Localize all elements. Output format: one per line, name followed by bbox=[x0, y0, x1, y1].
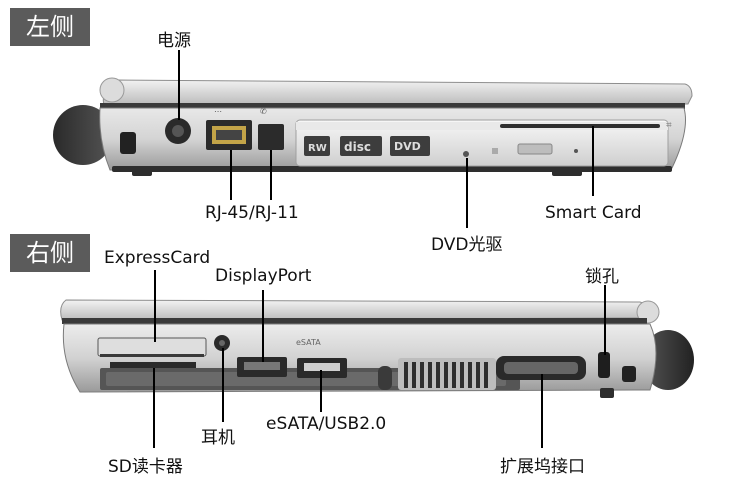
dvd-led bbox=[492, 148, 498, 154]
dock-leader bbox=[541, 374, 543, 448]
security-lock-slot bbox=[598, 352, 610, 378]
power-leader bbox=[178, 50, 180, 120]
headphone-label: 耳机 bbox=[201, 428, 235, 448]
left-bumper bbox=[53, 105, 113, 165]
dvd-label: DVD光驱 bbox=[431, 235, 503, 255]
displayport-label: DisplayPort bbox=[215, 266, 312, 286]
drive-disc-mark: disc bbox=[344, 140, 371, 154]
lock-leader bbox=[604, 285, 606, 355]
dvd-leader bbox=[466, 158, 468, 228]
sd-leader bbox=[153, 368, 155, 448]
svg-text:✆: ✆ bbox=[260, 107, 267, 116]
sd-card-slot bbox=[110, 362, 196, 368]
drive-rw-mark: RW bbox=[308, 143, 327, 154]
smart-card-label: Smart Card bbox=[545, 203, 642, 223]
right-side-tag: 右侧 bbox=[10, 234, 90, 272]
cooling-vent bbox=[398, 358, 496, 390]
svg-text:⋯: ⋯ bbox=[214, 107, 222, 116]
right-hinge bbox=[636, 300, 660, 324]
dvd-eject-hole bbox=[463, 151, 469, 157]
release-latch bbox=[378, 366, 392, 390]
expresscard-slot bbox=[97, 337, 207, 357]
headphone-leader bbox=[222, 348, 224, 422]
rj11-leader bbox=[270, 150, 272, 200]
dock-label: 扩展坞接口 bbox=[500, 457, 585, 477]
rj11-port bbox=[258, 124, 284, 150]
rj-ports-label: RJ-45/RJ-11 bbox=[205, 203, 299, 223]
displayport-leader bbox=[262, 290, 264, 362]
smart-card-slot bbox=[500, 124, 660, 128]
left-hinge bbox=[99, 77, 125, 103]
dvd-drive bbox=[295, 119, 669, 167]
rj45-leader bbox=[230, 150, 232, 200]
expresscard-leader bbox=[154, 270, 156, 342]
smart-card-leader bbox=[592, 126, 594, 196]
dvd-eject-button bbox=[517, 143, 553, 155]
drive-dvd-mark: DVD bbox=[394, 140, 421, 153]
esata-usb-label: eSATA/USB2.0 bbox=[266, 414, 387, 434]
esata-usb-leader bbox=[320, 370, 322, 412]
svg-text:⌗: ⌗ bbox=[666, 120, 672, 131]
expresscard-label: ExpressCard bbox=[104, 248, 211, 268]
right-lid bbox=[60, 299, 650, 321]
lock-slot-label: 锁孔 bbox=[585, 267, 619, 287]
sd-reader-label: SD读卡器 bbox=[108, 457, 183, 477]
esata-marking: eSATA bbox=[296, 338, 321, 347]
left-side-tag: 左侧 bbox=[10, 8, 90, 46]
power-label: 电源 bbox=[157, 31, 191, 51]
